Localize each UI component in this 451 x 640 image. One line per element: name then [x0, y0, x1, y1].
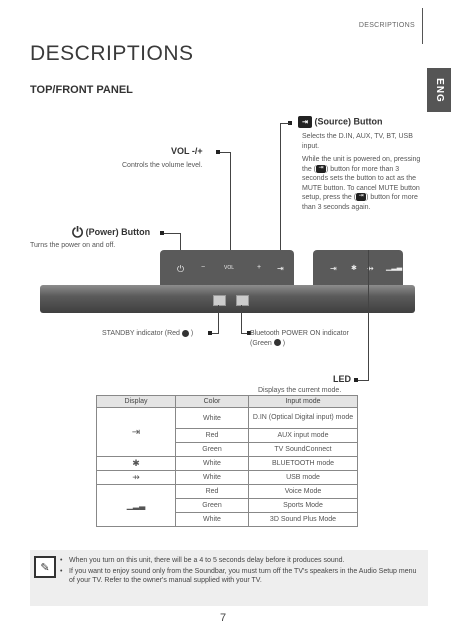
- source-icon-inline: ⇥: [356, 193, 367, 202]
- note-icon: ✎: [34, 556, 56, 578]
- bt-marker: [247, 331, 251, 335]
- table-header: Color: [175, 395, 249, 408]
- led-mode-table: Display Color Input mode ⇥ White D.IN (O…: [96, 395, 358, 527]
- panel-source-icon: ⇥: [277, 264, 284, 273]
- mode-cell: 3D Sound Plus Mode: [248, 512, 358, 527]
- display-panel: ⇥ ✱ ⇸ ▁▂▃: [313, 250, 403, 290]
- color-cell: White: [175, 407, 249, 429]
- display-cell-bluetooth: ✱: [96, 456, 176, 471]
- power-description: Turns the power on and off.: [30, 242, 116, 249]
- display-cell-input: ⇥: [96, 407, 176, 457]
- panel-bluetooth-icon: ✱: [351, 265, 357, 272]
- source-description: Selects the D.IN, AUX, TV, BT, USB input…: [302, 132, 427, 212]
- standby-leader-h: [212, 333, 219, 334]
- panel-sound-mode-icon: ▁▂▃: [386, 264, 403, 271]
- led-marker: [354, 378, 358, 382]
- power-icon: ⏻: [72, 224, 84, 240]
- panel-vol-plus: +: [257, 264, 262, 271]
- usb-icon: ⇸: [132, 472, 140, 482]
- bt-leader-v: [241, 305, 242, 333]
- soundbar-front: [40, 285, 415, 313]
- table-row: ▁▂▃ Red Voice Mode: [96, 484, 358, 527]
- bluetooth-indicator-light: [236, 295, 249, 306]
- display-cell-usb: ⇸: [96, 470, 176, 485]
- table-row: ⇸ White USB mode: [96, 470, 358, 485]
- panel-usb-icon: ⇸: [367, 264, 374, 273]
- mode-cell: Voice Mode: [248, 484, 358, 499]
- panel-input-icon: ⇥: [330, 264, 337, 273]
- mode-cell: Sports Mode: [248, 498, 358, 513]
- power-leader-v: [180, 233, 181, 261]
- color-cell: Red: [175, 428, 249, 443]
- vol-label: VOL -/+: [171, 146, 203, 156]
- source-icon-inline: ⇥: [316, 164, 327, 173]
- note-item: When you turn on this unit, there will b…: [60, 556, 422, 565]
- bluetooth-icon: ✱: [132, 458, 140, 468]
- power-leader-h: [164, 233, 180, 234]
- sound-mode-icon: ▁▂▃: [126, 501, 146, 510]
- source-label-text: (Source) Button: [314, 116, 383, 127]
- color-cell: White: [175, 470, 249, 485]
- color-cell: Green: [175, 442, 249, 457]
- notes-box: When you turn on this unit, there will b…: [30, 550, 428, 606]
- table-row: ⇥ White D.IN (Optical Digital input) mod…: [96, 407, 358, 457]
- color-cell: White: [175, 456, 249, 471]
- source-leader-h: [280, 123, 290, 124]
- power-button-label: ⏻ (Power) Button: [72, 224, 150, 241]
- table-row: Red AUX input mode: [97, 428, 358, 443]
- table-header-row: Display Color Input mode: [96, 395, 358, 408]
- mode-cell: BLUETOOTH mode: [248, 456, 358, 471]
- led-description: Displays the current mode.: [258, 387, 342, 394]
- table-header: Input mode: [248, 395, 358, 408]
- led-label: LED: [333, 374, 351, 384]
- table-row: White 3D Sound Plus Mode: [97, 512, 358, 527]
- notes-list: When you turn on this unit, there will b…: [60, 556, 422, 587]
- section-subtitle: TOP/FRONT PANEL: [30, 84, 133, 96]
- vol-leader-v: [230, 152, 231, 262]
- panel-power-icon: ⏻: [177, 264, 185, 274]
- standby-marker: [208, 331, 212, 335]
- input-source-icon: ⇥: [131, 426, 141, 438]
- power-label-text: (Power) Button: [85, 226, 151, 237]
- vol-description: Controls the volume level.: [122, 162, 203, 169]
- source-leader-v: [280, 123, 281, 260]
- mode-cell: TV SoundConnect: [248, 442, 358, 457]
- panel-vol-minus: −: [201, 264, 206, 271]
- vol-marker: [216, 150, 220, 154]
- source-icon: ⇥: [298, 116, 312, 128]
- note-item: If you want to enjoy sound only from the…: [60, 567, 422, 585]
- language-tab-label: ENG: [433, 77, 445, 103]
- header-divider: [422, 8, 423, 44]
- page-title: DESCRIPTIONS: [30, 42, 194, 65]
- standby-leader-v: [218, 305, 219, 333]
- language-tab: ENG: [427, 68, 451, 112]
- mode-cell: USB mode: [248, 470, 358, 485]
- mode-cell: D.IN (Optical Digital input) mode: [248, 407, 358, 429]
- table-row: ✱ White BLUETOOTH mode: [96, 456, 358, 471]
- top-control-panel: ⏻ − VOL + ⇥: [160, 250, 294, 290]
- bluetooth-indicator-label: Bluetooth POWER ON indicator (Green ): [250, 330, 349, 347]
- standby-label: STANDBY indicator (Red ): [102, 329, 194, 337]
- bt-leader-h: [241, 333, 248, 334]
- source-desc-1: Selects the D.IN, AUX, TV, BT, USB input…: [302, 133, 413, 150]
- vol-leader-h: [220, 152, 230, 153]
- standby-indicator-light: [213, 295, 226, 306]
- led-leader-h: [358, 380, 369, 381]
- display-cell-sound-mode: ▁▂▃: [96, 484, 176, 527]
- bt-led-dot: [273, 339, 281, 347]
- table-header: Display: [96, 395, 176, 408]
- page-number: 7: [220, 612, 227, 624]
- power-marker: [160, 231, 164, 235]
- source-desc-2: While the unit is powered on, pressing t…: [302, 156, 421, 211]
- mode-cell: AUX input mode: [248, 428, 358, 443]
- panel-vol-text: VOL: [224, 265, 235, 271]
- color-cell: Green: [175, 498, 249, 513]
- color-cell: White: [175, 512, 249, 527]
- standby-led-dot: [181, 329, 189, 337]
- color-cell: Red: [175, 484, 249, 499]
- source-button-label: ⇥ (Source) Button: [298, 116, 383, 128]
- section-header: DESCRIPTIONS: [358, 22, 415, 29]
- source-marker: [288, 121, 292, 125]
- led-leader-v: [368, 250, 369, 380]
